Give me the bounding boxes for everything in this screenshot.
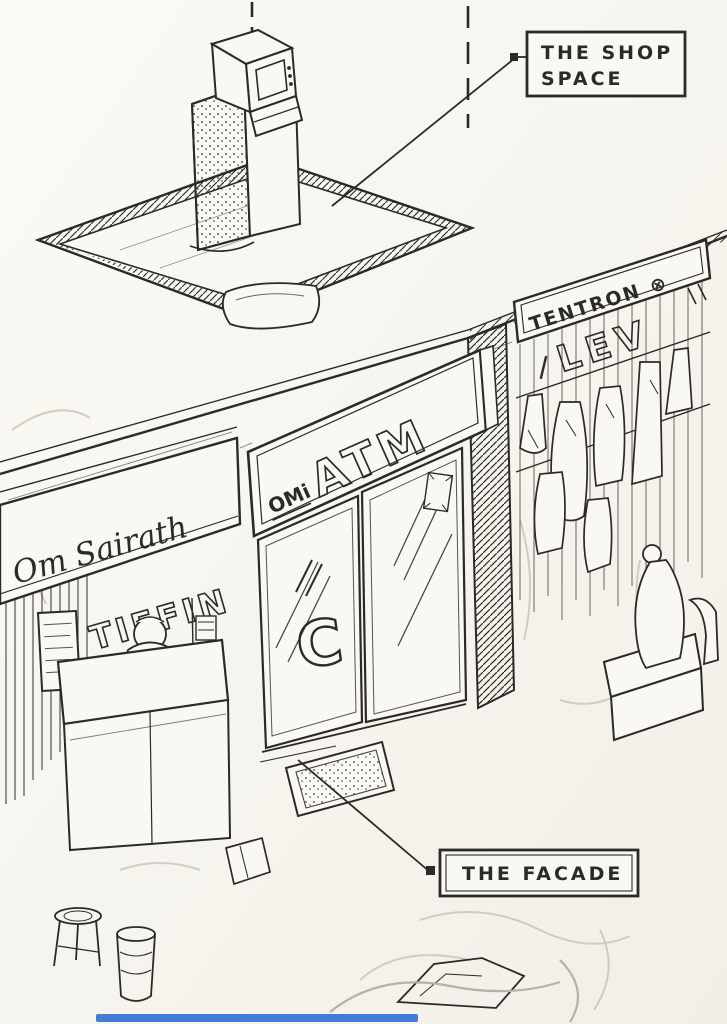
facade-callout: THE FACADE [297,759,640,898]
atm-screen [255,58,288,102]
atm-kiosk [189,28,304,252]
doormat [284,740,396,818]
right-door [360,446,468,724]
facade-label: THE FACADE [462,863,623,885]
atm-keypad-dots [287,66,293,86]
hanging-garments [519,347,693,574]
facade-leader-line [297,759,431,873]
dropped-sheet [221,282,321,330]
clothing-shop: TENTRON ⊗ LEV [512,238,719,742]
street-jar [116,926,156,1002]
price-tags [687,283,707,305]
door-notice [422,471,454,513]
leader-dot [426,866,435,875]
street-stool [53,907,102,967]
paper-scrap [224,836,272,886]
tiffin-stall-counter [56,638,232,852]
leader-dot [510,53,518,61]
left-door [256,494,364,750]
tentron-sign-mark: ⊗ [647,272,669,298]
crumpled-paper [329,957,580,1023]
shop-space-label-line1: THE SHOP [541,42,673,64]
shop-space-callout-box [525,30,687,98]
shop-space-leader-line [331,57,516,207]
facade-callout-box [438,848,640,898]
mannequin [634,544,719,670]
shop-space-label-line2: SPACE [541,68,624,90]
glass-doors: C [256,446,468,763]
shop-space-callout: THE SHOP SPACE [331,30,687,207]
scan-edge [96,1014,418,1022]
